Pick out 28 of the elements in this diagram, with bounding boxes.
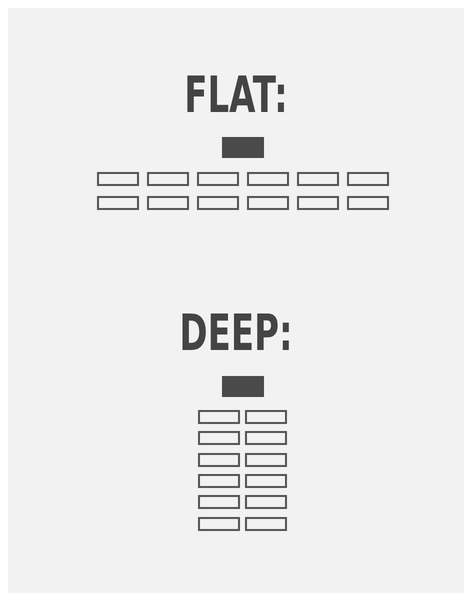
outlined-rectangle xyxy=(245,431,287,446)
filled-rectangle xyxy=(222,137,264,158)
outlined-rectangle xyxy=(198,410,240,424)
outlined-rectangle xyxy=(147,172,189,186)
outlined-rectangle xyxy=(147,196,189,210)
outlined-rectangle xyxy=(245,516,287,530)
outlined-rectangle xyxy=(97,172,139,186)
outlined-rectangle xyxy=(297,172,339,186)
outlined-rectangle xyxy=(245,452,287,467)
filled-rectangle xyxy=(222,376,264,397)
outlined-rectangle xyxy=(198,516,240,530)
outlined-rectangle xyxy=(347,172,389,186)
outlined-rectangle xyxy=(297,196,339,210)
outlined-rectangle xyxy=(247,196,289,210)
outlined-rectangle xyxy=(347,196,389,210)
outlined-rectangle xyxy=(245,474,287,488)
heading: DEEP: xyxy=(178,308,294,358)
outlined-rectangle xyxy=(247,172,289,186)
outlined-rectangle xyxy=(245,495,287,510)
outlined-rectangle xyxy=(198,495,240,510)
outlined-rectangle xyxy=(198,474,240,488)
outlined-rectangle xyxy=(97,196,139,210)
outlined-rectangle xyxy=(197,196,239,210)
outlined-rectangle xyxy=(198,431,240,446)
outlined-rectangle xyxy=(197,172,239,186)
outlined-rectangle xyxy=(198,452,240,467)
outlined-rectangle xyxy=(245,410,287,424)
heading: FLAT: xyxy=(183,70,289,120)
